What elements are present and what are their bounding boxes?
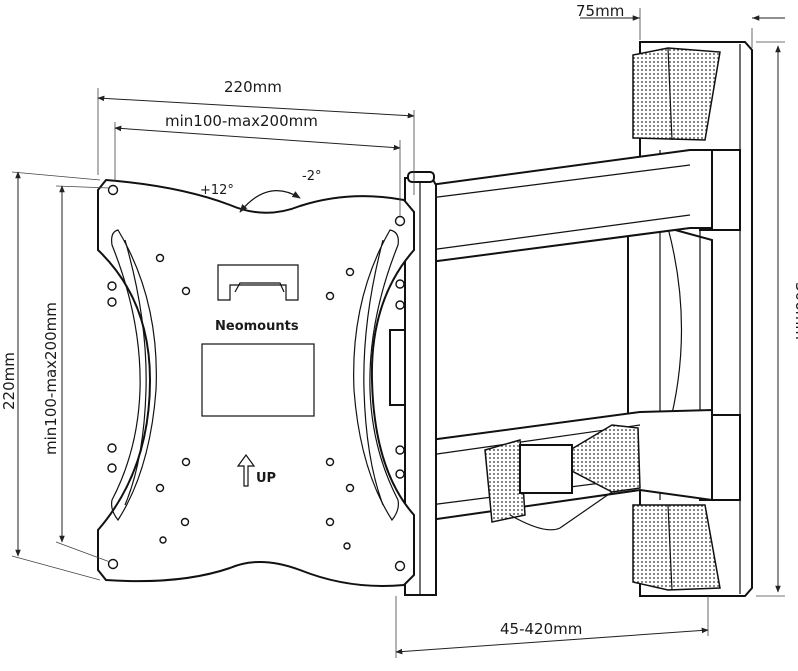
- vesa-height-label: min100-max200mm: [42, 302, 60, 455]
- wall-plate-bottom-grip: [632, 504, 721, 591]
- tilt-arrow-icon: [239, 190, 301, 213]
- label-recess: [217, 264, 299, 301]
- vesa-plate-outline: [97, 178, 415, 587]
- dim-extension: 45-420mm: [395, 596, 709, 658]
- mount-holes: [107, 184, 406, 572]
- swing-arm-upper: [429, 149, 713, 264]
- plate-width-label: 220mm: [224, 78, 282, 96]
- dim-wall-height: 306mm: [756, 41, 798, 597]
- up-label: UP: [256, 471, 276, 486]
- tilt-down-label: -2°: [302, 169, 321, 184]
- vesa-plate: Neomounts UP: [97, 178, 415, 587]
- dim-plate-height: 220mm: [0, 171, 101, 581]
- right-slot: [353, 229, 399, 522]
- vesa-width-label: min100-max200mm: [165, 112, 318, 130]
- lower-arm-clamp: [484, 424, 641, 531]
- tilt-up-label: +12°: [200, 183, 234, 198]
- dim-vesa-width: min100-max200mm: [114, 112, 401, 216]
- dim-wall-depth: 75mm: [576, 2, 785, 48]
- up-arrow-icon: [236, 453, 256, 487]
- dim-plate-width: 220mm: [97, 78, 415, 195]
- brand-label: Neomounts: [215, 319, 299, 334]
- extension-label: 45-420mm: [500, 620, 582, 638]
- left-slot: [111, 229, 157, 522]
- wall-depth-label: 75mm: [576, 2, 624, 20]
- wall-height-label: 306mm: [792, 282, 798, 340]
- plate-height-label: 220mm: [0, 352, 18, 410]
- wall-plate-top-grip: [632, 47, 721, 141]
- center-window: [201, 343, 315, 417]
- wall-plate: [627, 41, 753, 597]
- dim-vesa-height: min100-max200mm: [42, 185, 111, 563]
